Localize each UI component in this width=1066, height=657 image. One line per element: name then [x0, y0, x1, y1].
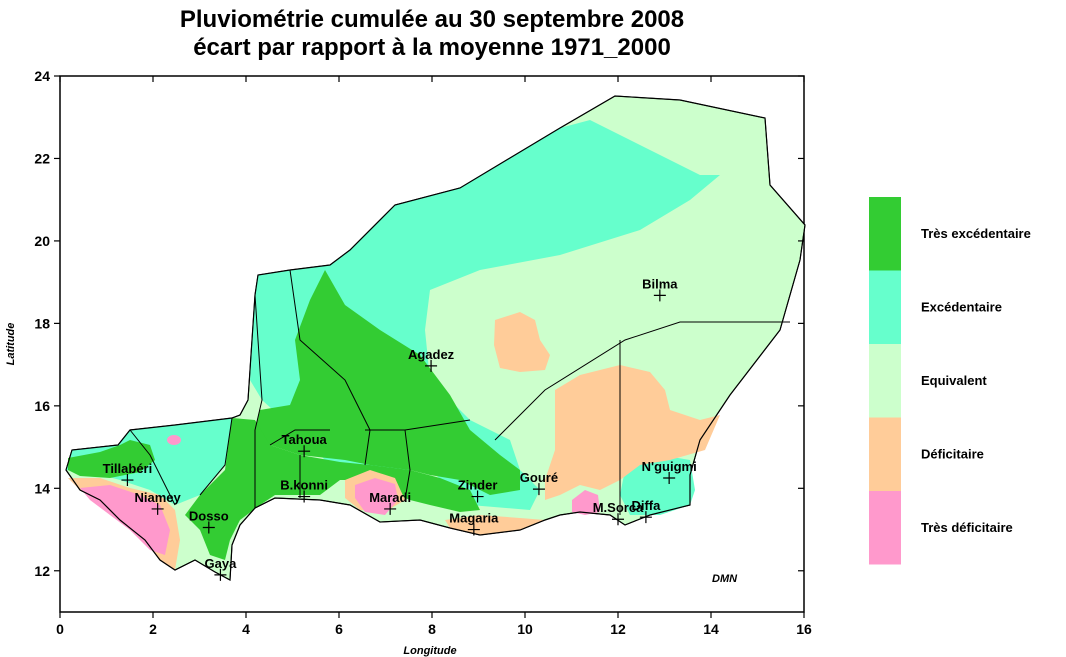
city-cross-icon: [663, 472, 676, 484]
city-label: Dosso: [189, 508, 229, 523]
x-tick-label: 14: [703, 621, 719, 637]
city-cross-icon: [298, 445, 311, 458]
legend-swatch: [869, 491, 901, 565]
city-label: Tillabéri: [103, 461, 153, 476]
zone-tres-excedentaire-south: [185, 418, 480, 560]
zone-deficitaire-aouderas: [494, 312, 550, 372]
city-niamey: Niamey: [135, 490, 182, 515]
legend-swatch: [869, 270, 901, 344]
city-m-sorca: M.Sorca: [593, 500, 644, 526]
y-tick-label: 16: [34, 398, 50, 414]
x-tick-label: 8: [428, 621, 436, 637]
legend-label: Très déficitaire: [921, 520, 1013, 535]
map-title: Pluviométrie cumulée au 30 septembre 200…: [60, 6, 804, 62]
zone-deficitaire-east: [545, 365, 720, 500]
x-tick-label: 4: [242, 621, 250, 637]
city-cross-icon: [639, 511, 652, 524]
city-label: Niamey: [135, 490, 182, 505]
y-tick-label: 12: [34, 563, 50, 579]
zone-tres-deficitaire-maradi: [355, 478, 398, 515]
y-tick-label: 22: [34, 150, 50, 166]
legend-label: Excédentaire: [921, 299, 1002, 314]
city-cross-icon: [653, 289, 666, 302]
x-tick-label: 0: [56, 621, 64, 637]
x-tick-label: 10: [517, 621, 533, 637]
city-label: Bilma: [642, 276, 678, 291]
title-line-2: écart par rapport à la moyenne 1971_2000: [193, 34, 671, 61]
city-label: Gouré: [520, 470, 558, 485]
city-agadez: Agadez: [408, 347, 455, 372]
city-cross-icon: [532, 483, 545, 496]
legend-swatch: [869, 197, 901, 271]
y-tick-label: 14: [34, 480, 50, 496]
city-cross-icon: [425, 359, 438, 372]
city-tillab-ri: Tillabéri: [103, 461, 153, 487]
zone-excedentaire-east: [620, 455, 695, 515]
city-magaria: Magaria: [449, 511, 499, 536]
legend-label: Déficitaire: [921, 446, 984, 461]
zone-tres-excedentaire-west: [68, 440, 155, 478]
city-cross-icon: [202, 521, 215, 534]
city-cross-icon: [384, 502, 397, 515]
zone-tres-excedentaire-center: [255, 270, 520, 495]
niger-border: [65, 95, 806, 581]
city-cross-icon: [471, 490, 484, 503]
city-label: Zinder: [458, 478, 498, 493]
y-tick-label: 24: [34, 68, 50, 84]
city-label: Maradi: [369, 490, 411, 505]
legend-label: Très excédentaire: [921, 226, 1031, 241]
city-diffa: Diffa: [631, 498, 661, 524]
city-gaya: Gaya: [205, 556, 238, 581]
city-gour-: Gouré: [520, 470, 558, 496]
city-cross-icon: [298, 490, 311, 503]
x-tick-label: 16: [796, 621, 812, 637]
city-label: Tahoua: [281, 432, 327, 447]
city-cross-icon: [214, 568, 227, 581]
credit-dmn: DMN: [712, 573, 738, 585]
y-tick-label: 18: [34, 315, 50, 331]
zone-tres-deficitaire-msorca: [572, 490, 600, 515]
title-line-1: Pluviométrie cumulée au 30 septembre 200…: [179, 6, 685, 33]
x-tick-label: 12: [610, 621, 626, 637]
y-axis-label: Latitude: [5, 323, 17, 366]
x-tick-label: 6: [335, 621, 343, 637]
city-label: M.Sorca: [593, 500, 644, 515]
city-label: N'guigmi: [642, 459, 697, 474]
legend: Très excédentaireExcédentaireEquivalentD…: [869, 197, 1031, 565]
legend-swatch: [869, 417, 901, 491]
city-label: Agadez: [408, 347, 455, 362]
city-cross-icon: [151, 502, 164, 515]
city-zinder: Zinder: [458, 478, 498, 503]
city-n-guigmi: N'guigmi: [642, 459, 697, 484]
city-tahoua: Tahoua: [281, 432, 328, 458]
legend-label: Equivalent: [921, 373, 987, 388]
x-tick-label: 2: [149, 621, 157, 637]
city-label: B.konni: [280, 478, 328, 493]
city-cross-icon: [612, 513, 624, 526]
city-bilma: Bilma: [642, 276, 678, 302]
city-label: Gaya: [205, 556, 238, 571]
zone-tres-deficitaire-ouallam: [167, 435, 181, 445]
x-axis-label: Longitude: [403, 645, 456, 657]
city-label: Diffa: [631, 498, 661, 513]
region-boundaries: [129, 269, 790, 515]
city-cross-icon: [467, 523, 480, 536]
city-dosso: Dosso: [189, 508, 229, 534]
legend-swatch: [869, 344, 901, 418]
city-b-konni: B.konni: [280, 478, 328, 503]
y-tick-label: 20: [34, 233, 50, 249]
city-label: Magaria: [449, 511, 499, 526]
city-cross-icon: [121, 474, 134, 487]
city-maradi: Maradi: [369, 490, 411, 515]
